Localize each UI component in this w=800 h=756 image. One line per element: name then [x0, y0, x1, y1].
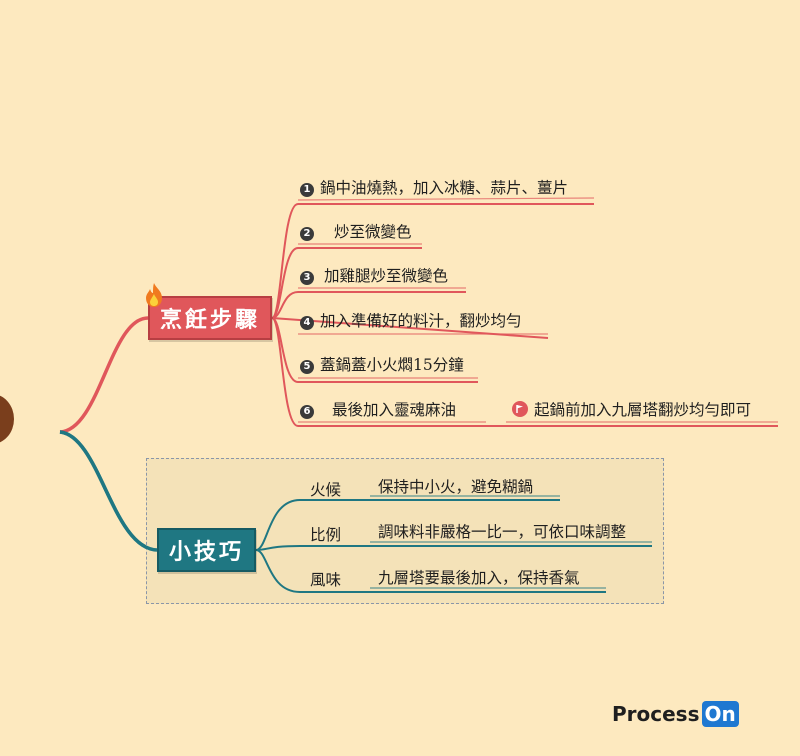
step-text: 最後加入靈魂麻油	[332, 401, 457, 419]
step-text: 加雞腿炒至微變色	[324, 267, 449, 285]
step-item-3[interactable]: 3 加雞腿炒至微變色	[300, 266, 448, 286]
tip-label-ratio[interactable]: 比例	[310, 526, 342, 544]
step-text: 鍋中油燒熱，加入冰糖、蒜片、薑片	[320, 179, 569, 197]
step-note[interactable]: 起鍋前加入九層塔翻炒均勻即可	[512, 400, 751, 420]
tips-title: 小技巧	[168, 539, 244, 565]
steps-title: 烹飪步驟	[159, 307, 260, 333]
steps-connectors-overlay	[297, 197, 778, 423]
fire-icon	[146, 283, 162, 307]
step-text: 加入準備好的料汁，翻炒均勻	[320, 312, 522, 330]
note-text: 起鍋前加入九層塔翻炒均勻即可	[534, 401, 752, 419]
tip-text-flavor[interactable]: 九層塔要最後加入，保持香氣	[378, 569, 580, 587]
logo-text: Process	[612, 702, 700, 726]
step-text: 炒至微變色	[334, 223, 412, 241]
steps-connectors	[271, 203, 778, 427]
root-node[interactable]	[0, 394, 14, 444]
tip-text-ratio[interactable]: 調味料非嚴格一比一，可依口味調整	[378, 523, 627, 541]
step-item-6[interactable]: 6 最後加入靈魂麻油	[300, 400, 456, 420]
step-item-2[interactable]: 2 炒至微變色	[300, 222, 412, 242]
step-item-5[interactable]: 5 蓋鍋蓋小火燜15分鐘	[300, 355, 464, 375]
number-badge: 1	[300, 183, 314, 197]
tip-text-heat[interactable]: 保持中小火，避免糊鍋	[378, 478, 534, 496]
tips-node[interactable]: 小技巧	[157, 528, 256, 572]
number-badge: 2	[300, 227, 314, 241]
tip-label-flavor[interactable]: 風味	[310, 571, 342, 589]
flag-icon	[512, 401, 528, 417]
logo-accent: On	[701, 701, 739, 727]
number-badge: 3	[300, 271, 314, 285]
number-badge: 4	[300, 316, 314, 330]
steps-node[interactable]: 烹飪步驟	[148, 296, 272, 340]
step-item-4[interactable]: 4 加入準備好的料汁，翻炒均勻	[300, 311, 522, 331]
step-text: 蓋鍋蓋小火燜15分鐘	[320, 356, 464, 374]
tip-label-heat[interactable]: 火候	[310, 481, 342, 499]
number-badge: 6	[300, 405, 314, 419]
branch-steps	[59, 316, 149, 434]
step-item-1[interactable]: 1 鍋中油燒熱，加入冰糖、蒜片、薑片	[300, 178, 568, 198]
number-badge: 5	[300, 360, 314, 374]
